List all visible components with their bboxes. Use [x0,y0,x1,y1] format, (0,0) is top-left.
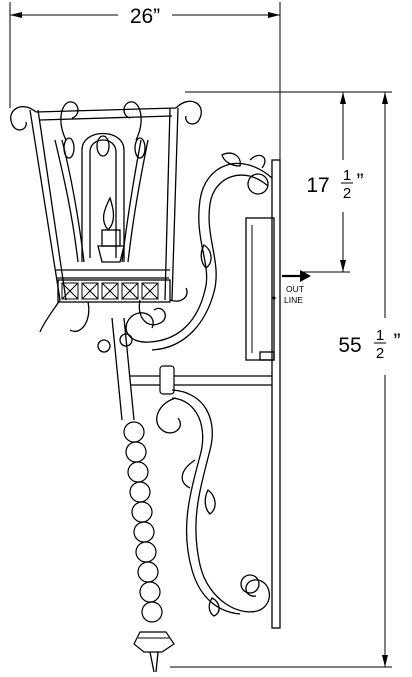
width-unit: ” [153,5,160,28]
svg-text:LINE: LINE [284,295,303,305]
svg-text:2: 2 [376,345,384,362]
svg-text:”: ” [357,170,364,193]
svg-text:1: 1 [376,327,384,344]
svg-text:”: ” [394,330,401,353]
width-dimension: 26” [9,2,281,160]
bead-chain [111,317,163,623]
width-value: 26 [130,5,153,28]
height-dimensions: 17 1 2 ” 55 1 2 ” [170,91,401,668]
bottom-finial [133,631,175,673]
svg-text:17: 17 [306,174,329,197]
svg-text:55: 55 [338,334,361,357]
svg-text:2: 2 [343,185,351,202]
lantern-cage [10,100,202,353]
outlet-height-label: 17 1 2 ” [306,167,363,202]
svg-text:1: 1 [343,167,351,184]
x-box-row [61,282,159,300]
wall-plate [245,159,281,629]
outline-marker: OUT LINE [282,270,311,305]
total-height-label: 55 1 2 ” [338,327,400,362]
svg-text:26”: 26” [130,5,160,28]
mounting-arm [125,152,273,617]
svg-text:OUT: OUT [286,284,304,294]
